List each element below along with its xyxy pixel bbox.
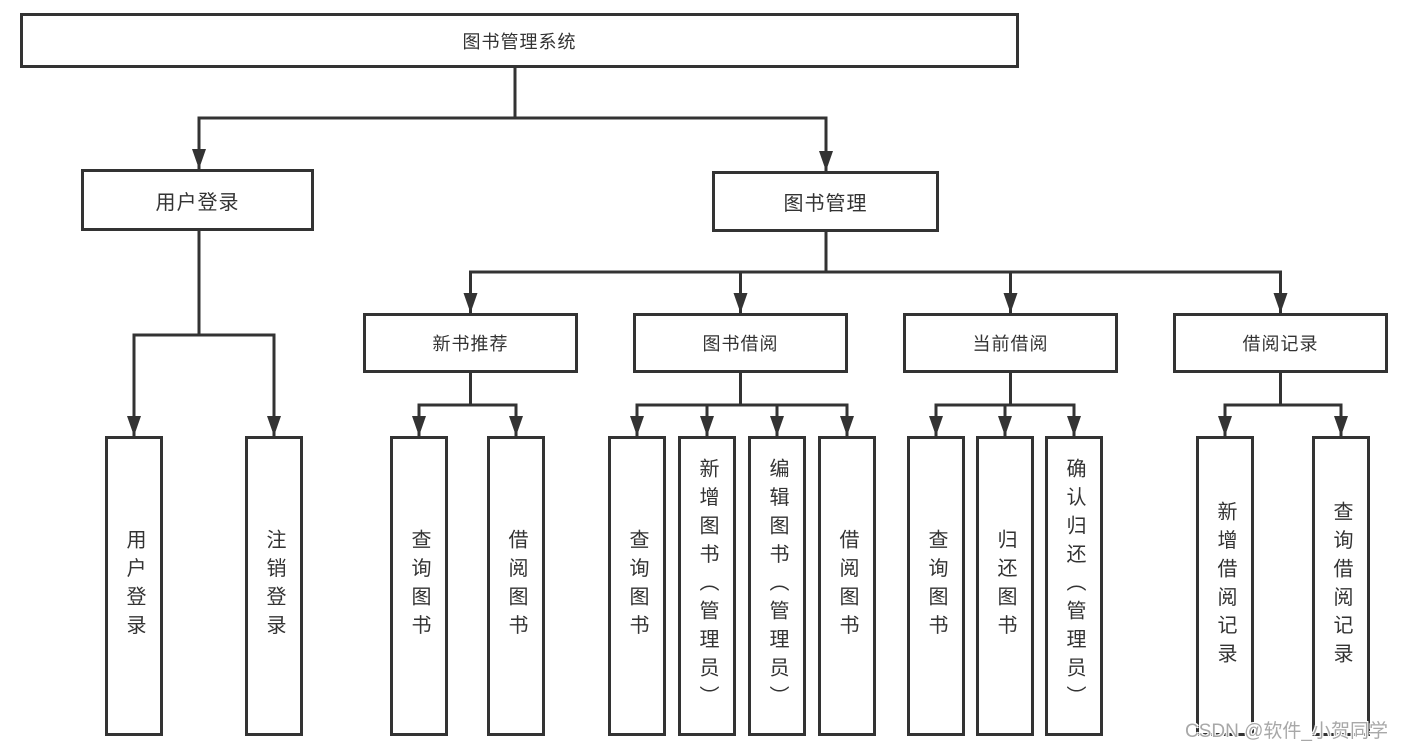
leaf-logout: 注销登录 xyxy=(245,436,303,736)
leaf-search-borrow-record: 查询借阅记录 xyxy=(1312,436,1370,736)
arrowhead-icon xyxy=(127,416,141,436)
leaf-borrow-books: 借阅图书 xyxy=(487,436,545,736)
arrowhead-icon xyxy=(267,416,281,436)
arrowhead-icon xyxy=(509,416,523,436)
leaf-search-books: 查询图书 xyxy=(907,436,965,736)
arrowhead-icon xyxy=(412,416,426,436)
arrowhead-icon xyxy=(770,416,784,436)
leaf-label: 用户登录 xyxy=(123,529,145,643)
leaf-search-books: 查询图书 xyxy=(390,436,448,736)
leaf-label: 新增图书（管理员） xyxy=(696,458,718,714)
arrowhead-icon xyxy=(630,416,644,436)
node-new-book-recommend: 新书推荐 xyxy=(363,313,578,373)
edge-root-to-level2 xyxy=(197,68,828,171)
leaf-label: 查询图书 xyxy=(626,529,648,643)
leaf-borrow-books: 借阅图书 xyxy=(818,436,876,736)
leaf-label: 编辑图书（管理员） xyxy=(766,458,788,714)
node-current-borrowing: 当前借阅 xyxy=(903,313,1118,373)
leaf-label: 查询图书 xyxy=(408,529,430,643)
node-book-management: 图书管理 xyxy=(712,171,939,232)
edge-new-book-rec-to-leaves xyxy=(417,373,518,436)
leaf-label: 确认归还（管理员） xyxy=(1063,458,1085,714)
arrowhead-icon xyxy=(998,416,1012,436)
leaf-label: 归还图书 xyxy=(994,529,1016,643)
leaf-search-books: 查询图书 xyxy=(608,436,666,736)
leaf-edit-books-admin: 编辑图书（管理员） xyxy=(748,436,806,736)
arrowhead-icon xyxy=(463,293,478,313)
arrowhead-icon xyxy=(1273,293,1288,313)
arrowheads-group xyxy=(127,149,1348,436)
leaf-label: 借阅图书 xyxy=(505,529,527,643)
edge-user-login-to-leaves xyxy=(132,231,276,436)
arrowhead-icon xyxy=(819,151,833,171)
leaf-add-borrow-record: 新增借阅记录 xyxy=(1196,436,1254,736)
arrowhead-icon xyxy=(733,293,748,313)
leaf-label: 查询借阅记录 xyxy=(1330,500,1352,672)
leaf-return-books: 归还图书 xyxy=(976,436,1034,736)
leaf-label: 借阅图书 xyxy=(836,529,858,643)
arrowhead-icon xyxy=(1067,416,1081,436)
leaf-add-books-admin: 新增图书（管理员） xyxy=(678,436,736,736)
arrowhead-icon xyxy=(1334,416,1348,436)
arrowhead-icon xyxy=(192,149,206,169)
arrowhead-icon xyxy=(700,416,714,436)
arrowhead-icon xyxy=(840,416,854,436)
node-book-borrowing: 图书借阅 xyxy=(633,313,848,373)
arrowhead-icon xyxy=(1003,293,1018,313)
node-root-system: 图书管理系统 xyxy=(20,13,1019,68)
leaf-label: 查询图书 xyxy=(925,529,947,643)
csdn-watermark: CSDN @软件_小贺同学 xyxy=(1185,721,1388,742)
node-user-login: 用户登录 xyxy=(81,169,314,231)
node-borrowing-records: 借阅记录 xyxy=(1173,313,1388,373)
edge-book-borrow-to-leaves xyxy=(635,373,849,436)
leaf-label: 新增借阅记录 xyxy=(1214,500,1236,672)
arrowhead-icon xyxy=(1218,416,1232,436)
leaf-confirm-return-admin: 确认归还（管理员） xyxy=(1045,436,1103,736)
leaf-user-login: 用户登录 xyxy=(105,436,163,736)
edge-borrow-records-to-leaves xyxy=(1223,373,1343,436)
leaf-label: 注销登录 xyxy=(263,529,285,643)
arrowhead-icon xyxy=(929,416,943,436)
edge-book-mgmt-to-level3 xyxy=(469,232,1282,313)
